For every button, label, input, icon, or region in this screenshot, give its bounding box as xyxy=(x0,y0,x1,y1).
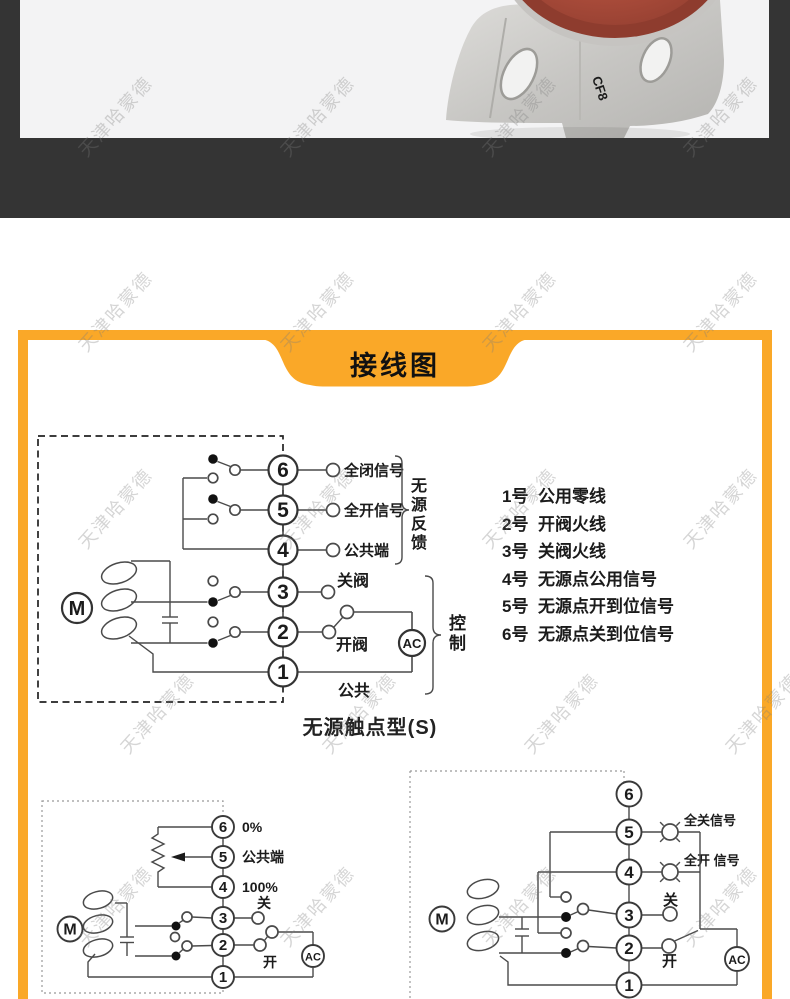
label-100pct: 100% xyxy=(242,879,278,895)
svg-text:2: 2 xyxy=(277,621,289,644)
control-brace-label: 控制 xyxy=(446,614,465,654)
svg-text:4: 4 xyxy=(219,879,228,896)
legend-no: 5号 xyxy=(502,597,529,617)
motor-label: M xyxy=(63,922,76,939)
svg-text:2: 2 xyxy=(624,939,633,958)
svg-text:6: 6 xyxy=(219,819,227,836)
embossed-text: CF8 xyxy=(589,74,611,102)
svg-text:6: 6 xyxy=(624,785,633,804)
legend-desc: 无源点关到位信号 xyxy=(538,624,674,644)
svg-text:3: 3 xyxy=(219,910,227,927)
label-t4: 公共端 xyxy=(344,542,389,560)
legend-row: 5号无源点开到位信号 xyxy=(502,591,674,619)
product-photo-graphic: CF8 xyxy=(446,0,724,138)
label-close: 关 xyxy=(257,895,271,911)
feedback-brace-label: 无源反馈 xyxy=(408,477,425,553)
svg-text:4: 4 xyxy=(277,539,289,562)
motor-label: M xyxy=(69,598,86,620)
lamp-closed-signal: 全关信号 xyxy=(641,813,736,843)
legend-no: 4号 xyxy=(502,569,529,589)
diagram-passive-contact: 全闭信号 全开信号 公共端 关阀 AC 开阀 公共 xyxy=(37,435,442,703)
motor-circle xyxy=(428,905,456,933)
svg-text:4: 4 xyxy=(624,863,634,882)
svg-text:5: 5 xyxy=(277,499,289,522)
product-photo: CF8 xyxy=(20,0,769,138)
feedback-brace xyxy=(394,455,410,565)
diagram-lamp-signal: 全关信号 全开 信号 关 AC 开 xyxy=(409,770,750,999)
svg-text:3: 3 xyxy=(624,906,633,925)
lamp-open-signal: 全开 信号 xyxy=(641,853,740,883)
legend-row: 2号开阀火线 xyxy=(502,509,674,537)
svg-text:6: 6 xyxy=(277,459,289,482)
svg-text:5: 5 xyxy=(624,823,633,842)
legend-desc: 关阀火线 xyxy=(538,542,606,562)
legend-no: 3号 xyxy=(502,542,529,562)
label-common: 公共端 xyxy=(242,849,284,865)
terminal-column: 6 5 4 3 2 1 xyxy=(211,815,235,989)
ac-label: AC xyxy=(305,952,321,964)
page-title: 接线图 xyxy=(350,351,440,381)
control-brace xyxy=(424,575,442,695)
label-t3: 关 xyxy=(663,891,678,909)
terminal-column: 6 5 4 3 2 1 xyxy=(267,454,299,688)
label-t3: 关阀 xyxy=(337,571,369,590)
banner-shape xyxy=(260,339,530,387)
label-t5: 全关信号 xyxy=(683,813,736,828)
label-open: 开 xyxy=(263,954,277,970)
legend-row: 3号关阀火线 xyxy=(502,536,674,564)
terminal-column: 6 5 4 3 2 1 xyxy=(615,780,643,999)
legend-desc: 无源点公用信号 xyxy=(538,569,657,589)
legend-desc: 开阀火线 xyxy=(538,514,606,534)
motor-label: M xyxy=(435,912,448,929)
svg-text:5: 5 xyxy=(219,849,227,866)
legend-row: 1号公用零线 xyxy=(502,481,674,509)
ac-label: AC xyxy=(728,953,746,967)
label-t6: 全闭信号 xyxy=(343,462,404,480)
diagram-caption: 无源触点型(S) xyxy=(302,717,438,739)
ac-label: AC xyxy=(403,636,422,651)
legend-row: 4号无源点公用信号 xyxy=(502,564,674,592)
ac-source-circle xyxy=(397,628,427,658)
legend-row: 6号无源点关到位信号 xyxy=(502,619,674,647)
wiper-arrow xyxy=(171,852,185,862)
label-t1: 公共 xyxy=(338,682,370,700)
photo-shadow xyxy=(470,127,690,138)
legend-desc: 无源点开到位信号 xyxy=(538,597,674,617)
svg-text:2: 2 xyxy=(219,937,227,954)
bracket-hole-right xyxy=(639,37,673,83)
svg-text:3: 3 xyxy=(277,581,289,604)
bracket-ridge xyxy=(489,17,507,119)
svg-text:1: 1 xyxy=(277,661,289,684)
motor-circle xyxy=(56,915,84,943)
motor-circle xyxy=(60,591,94,625)
svg-text:1: 1 xyxy=(219,969,227,986)
section-title-banner: 接线图 xyxy=(260,339,530,387)
red-disc xyxy=(541,0,689,25)
legend-no: 1号 xyxy=(502,487,529,507)
label-0pct: 0% xyxy=(242,819,263,835)
bracket-hole-left xyxy=(499,47,539,101)
legend-desc: 公用零线 xyxy=(538,487,606,507)
label-t4: 全开 信号 xyxy=(683,853,740,868)
terminal-legend: 1号公用零线 2号开阀火线 3号关阀火线 4号无源点公用信号 5号无源点开到位信… xyxy=(502,481,674,646)
label-t5: 全开信号 xyxy=(343,502,404,520)
legend-no: 2号 xyxy=(502,514,529,534)
svg-text:1: 1 xyxy=(624,976,633,995)
label-t2: 开 xyxy=(662,953,677,970)
motor-enclosure-dashed-box xyxy=(37,435,284,703)
legend-no: 6号 xyxy=(502,624,529,644)
diagram-potentiometer: 0% 公共端 100% 关 AC 开 M xyxy=(41,800,325,994)
wiring-section-frame xyxy=(18,330,772,999)
label-t2: 开阀 xyxy=(336,635,368,654)
